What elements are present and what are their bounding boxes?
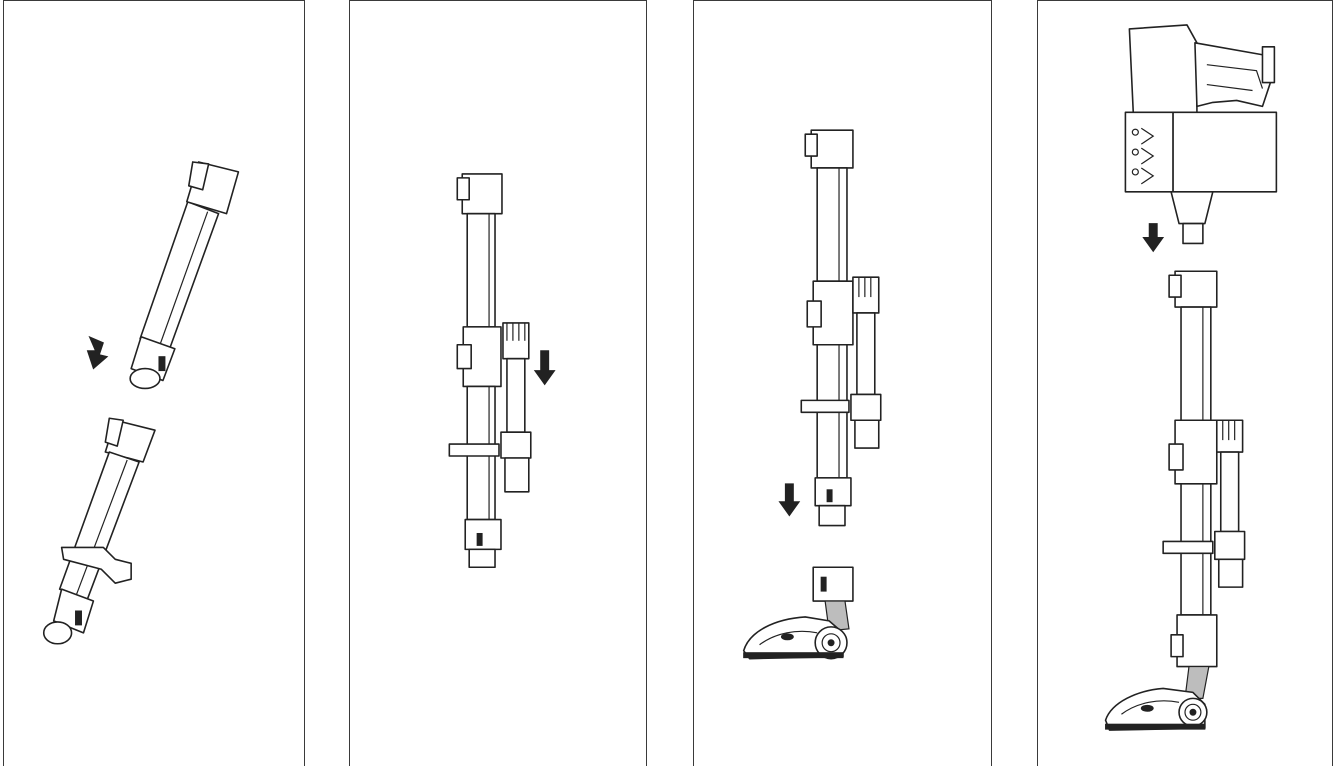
lower-tube-with-clip [42, 417, 156, 645]
crevice-tool [500, 322, 532, 493]
down-arrow-icon [1142, 223, 1165, 253]
step-1-panel [3, 0, 305, 766]
assembled-tube [448, 173, 503, 569]
tube-with-floor-brush [1104, 270, 1246, 731]
floor-brush-head [742, 566, 854, 660]
tube-with-crevice-tool [800, 129, 882, 527]
handheld-unit [1124, 24, 1278, 245]
down-arrow-icon [533, 350, 556, 386]
step-2-panel [349, 0, 647, 766]
down-arrow-icon [86, 335, 109, 370]
upper-tube [129, 161, 240, 390]
down-arrow-icon [778, 483, 801, 517]
step-3-panel [693, 0, 992, 766]
step-4-panel [1037, 0, 1333, 766]
